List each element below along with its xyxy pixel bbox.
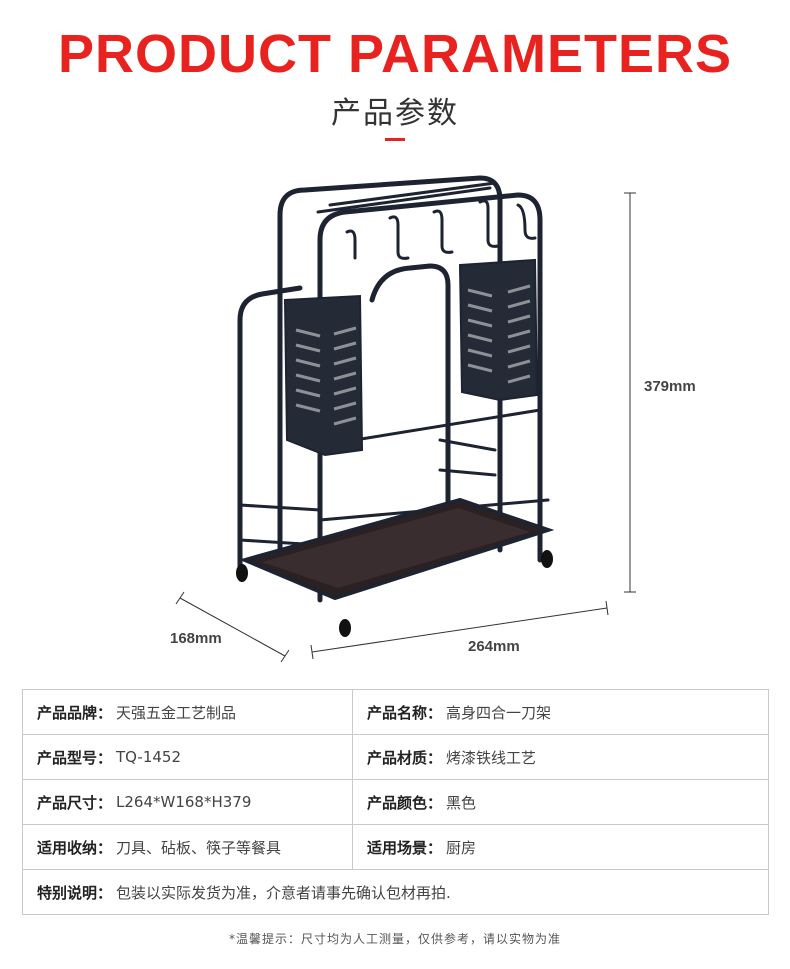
param-value: 高身四合一刀架	[446, 703, 552, 722]
table-row: 产品型号：TQ-1452 产品材质：烤漆铁线工艺	[22, 734, 769, 780]
table-row: 适用收纳：刀具、砧板、筷子等餐具 适用场景：厨房	[22, 824, 769, 870]
param-label: 适用场景：	[367, 838, 443, 857]
param-label: 特别说明：	[37, 883, 113, 902]
param-value: TQ-1452	[116, 748, 181, 766]
height-dimension-label: 379mm	[644, 378, 696, 395]
param-label: 产品型号：	[37, 748, 113, 767]
param-label: 产品名称：	[367, 703, 443, 722]
table-cell: 特别说明：包装以实际发货为准，介意者请事先确认包材再拍.	[22, 869, 769, 915]
table-cell: 产品尺寸：L264*W168*H379	[22, 779, 353, 825]
table-row: 产品尺寸：L264*W168*H379 产品颜色：黑色	[22, 779, 769, 825]
param-value: L264*W168*H379	[116, 793, 252, 811]
length-dimension-label: 264mm	[468, 638, 520, 655]
param-label: 产品品牌：	[37, 703, 113, 722]
depth-dimension-label: 168mm	[170, 630, 222, 647]
title-underline	[385, 138, 405, 141]
param-label: 产品颜色：	[367, 793, 443, 812]
knife-rack-illustration	[175, 175, 636, 663]
param-value: 厨房	[446, 838, 477, 857]
param-label: 适用收纳：	[37, 838, 113, 857]
param-value: 包装以实际发货为准，介意者请事先确认包材再拍.	[116, 883, 451, 902]
drip-tray	[238, 497, 555, 601]
table-cell: 产品型号：TQ-1452	[22, 734, 353, 780]
title-english: PRODUCT PARAMETERS	[57, 24, 732, 84]
table-row: 产品品牌：天强五金工艺制品 产品名称：高身四合一刀架	[22, 689, 769, 735]
param-label: 产品材质：	[367, 748, 443, 767]
utensil-holder-left	[283, 294, 364, 457]
parameter-table: 产品品牌：天强五金工艺制品 产品名称：高身四合一刀架 产品型号：TQ-1452 …	[22, 689, 769, 915]
param-value: 黑色	[446, 793, 477, 812]
title-chinese: 产品参数	[331, 96, 459, 131]
param-label: 产品尺寸：	[37, 793, 113, 812]
param-value: 刀具、砧板、筷子等餐具	[116, 838, 282, 857]
table-cell: 产品名称：高身四合一刀架	[352, 689, 769, 735]
table-row: 特别说明：包装以实际发货为准，介意者请事先确认包材再拍.	[22, 869, 769, 915]
table-cell: 适用收纳：刀具、砧板、筷子等餐具	[22, 824, 353, 870]
param-value: 天强五金工艺制品	[116, 703, 237, 722]
utensil-holder-right	[458, 258, 539, 402]
table-cell: 产品品牌：天强五金工艺制品	[22, 689, 353, 735]
table-cell: 产品材质：烤漆铁线工艺	[352, 734, 769, 780]
table-cell: 产品颜色：黑色	[352, 779, 769, 825]
measurement-note: *温馨提示：尺寸均为人工测量，仅供参考，请以实物为准	[228, 932, 561, 946]
table-cell: 适用场景：厨房	[352, 824, 769, 870]
param-value: 烤漆铁线工艺	[446, 748, 537, 767]
